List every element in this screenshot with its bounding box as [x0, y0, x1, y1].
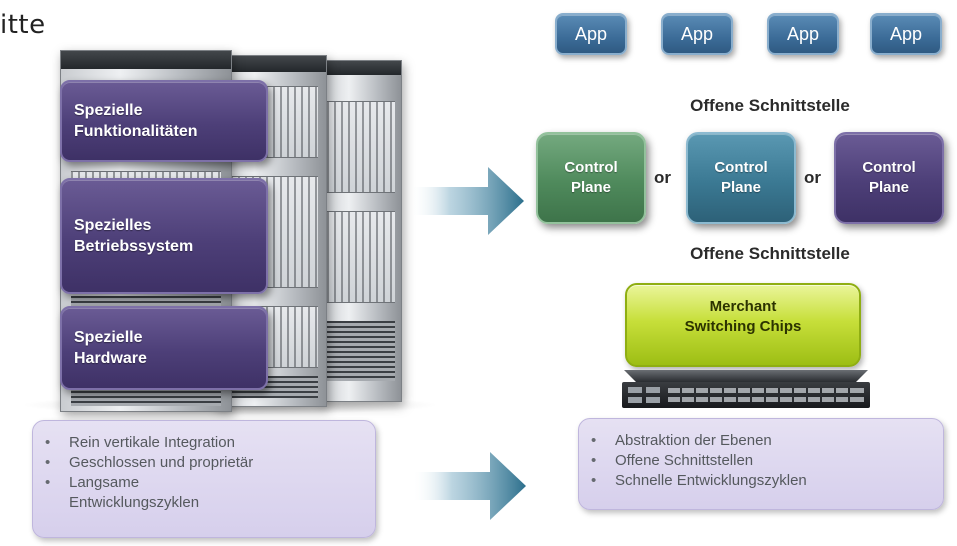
network-switch-icon [622, 370, 870, 408]
sdn-characteristics-list: Abstraktion der Ebenen Offene Schnittste… [579, 431, 943, 491]
transition-arrow-top-icon [410, 167, 524, 235]
legacy-characteristics-box: Rein vertikale Integration Geschlossen u… [32, 420, 376, 538]
layer-hardware-box: Spezielle Hardware [60, 306, 268, 390]
app-box: App [555, 13, 627, 55]
legacy-characteristics-list: Rein vertikale Integration Geschlossen u… [33, 433, 375, 513]
list-item: Schnelle Entwicklungszyklen [579, 471, 943, 491]
or-label: or [654, 168, 671, 187]
control-plane-teal-box: Control Plane [686, 132, 796, 224]
cut-off-title-fragment: itte [0, 10, 46, 40]
merchant-switching-chips-box: Merchant Switching Chips [625, 283, 861, 367]
or-label: or [804, 168, 821, 187]
control-plane-purple-box: Control Plane [834, 132, 944, 224]
open-interface-top-label: Offene Schnittstelle [690, 96, 850, 115]
list-item: Abstraktion der Ebenen [579, 431, 943, 451]
sdn-characteristics-box: Abstraktion der Ebenen Offene Schnittste… [578, 418, 944, 510]
layer-functionality-box: Spezielle Funktionalitäten [60, 80, 268, 162]
layer-operating-system-box: Spezielles Betriebssystem [60, 178, 268, 294]
list-item: Langsame Entwicklungszyklen [33, 473, 375, 513]
transition-arrow-bottom-icon [412, 452, 526, 520]
app-box: App [870, 13, 942, 55]
list-item: Geschlossen und proprietär [33, 453, 375, 473]
control-plane-green-box: Control Plane [536, 132, 646, 224]
list-item: Offene Schnittstellen [579, 451, 943, 471]
app-box: App [661, 13, 733, 55]
open-interface-bottom-label: Offene Schnittstelle [690, 244, 850, 263]
rack-right [320, 60, 402, 402]
app-box: App [767, 13, 839, 55]
list-item: Rein vertikale Integration [33, 433, 375, 453]
